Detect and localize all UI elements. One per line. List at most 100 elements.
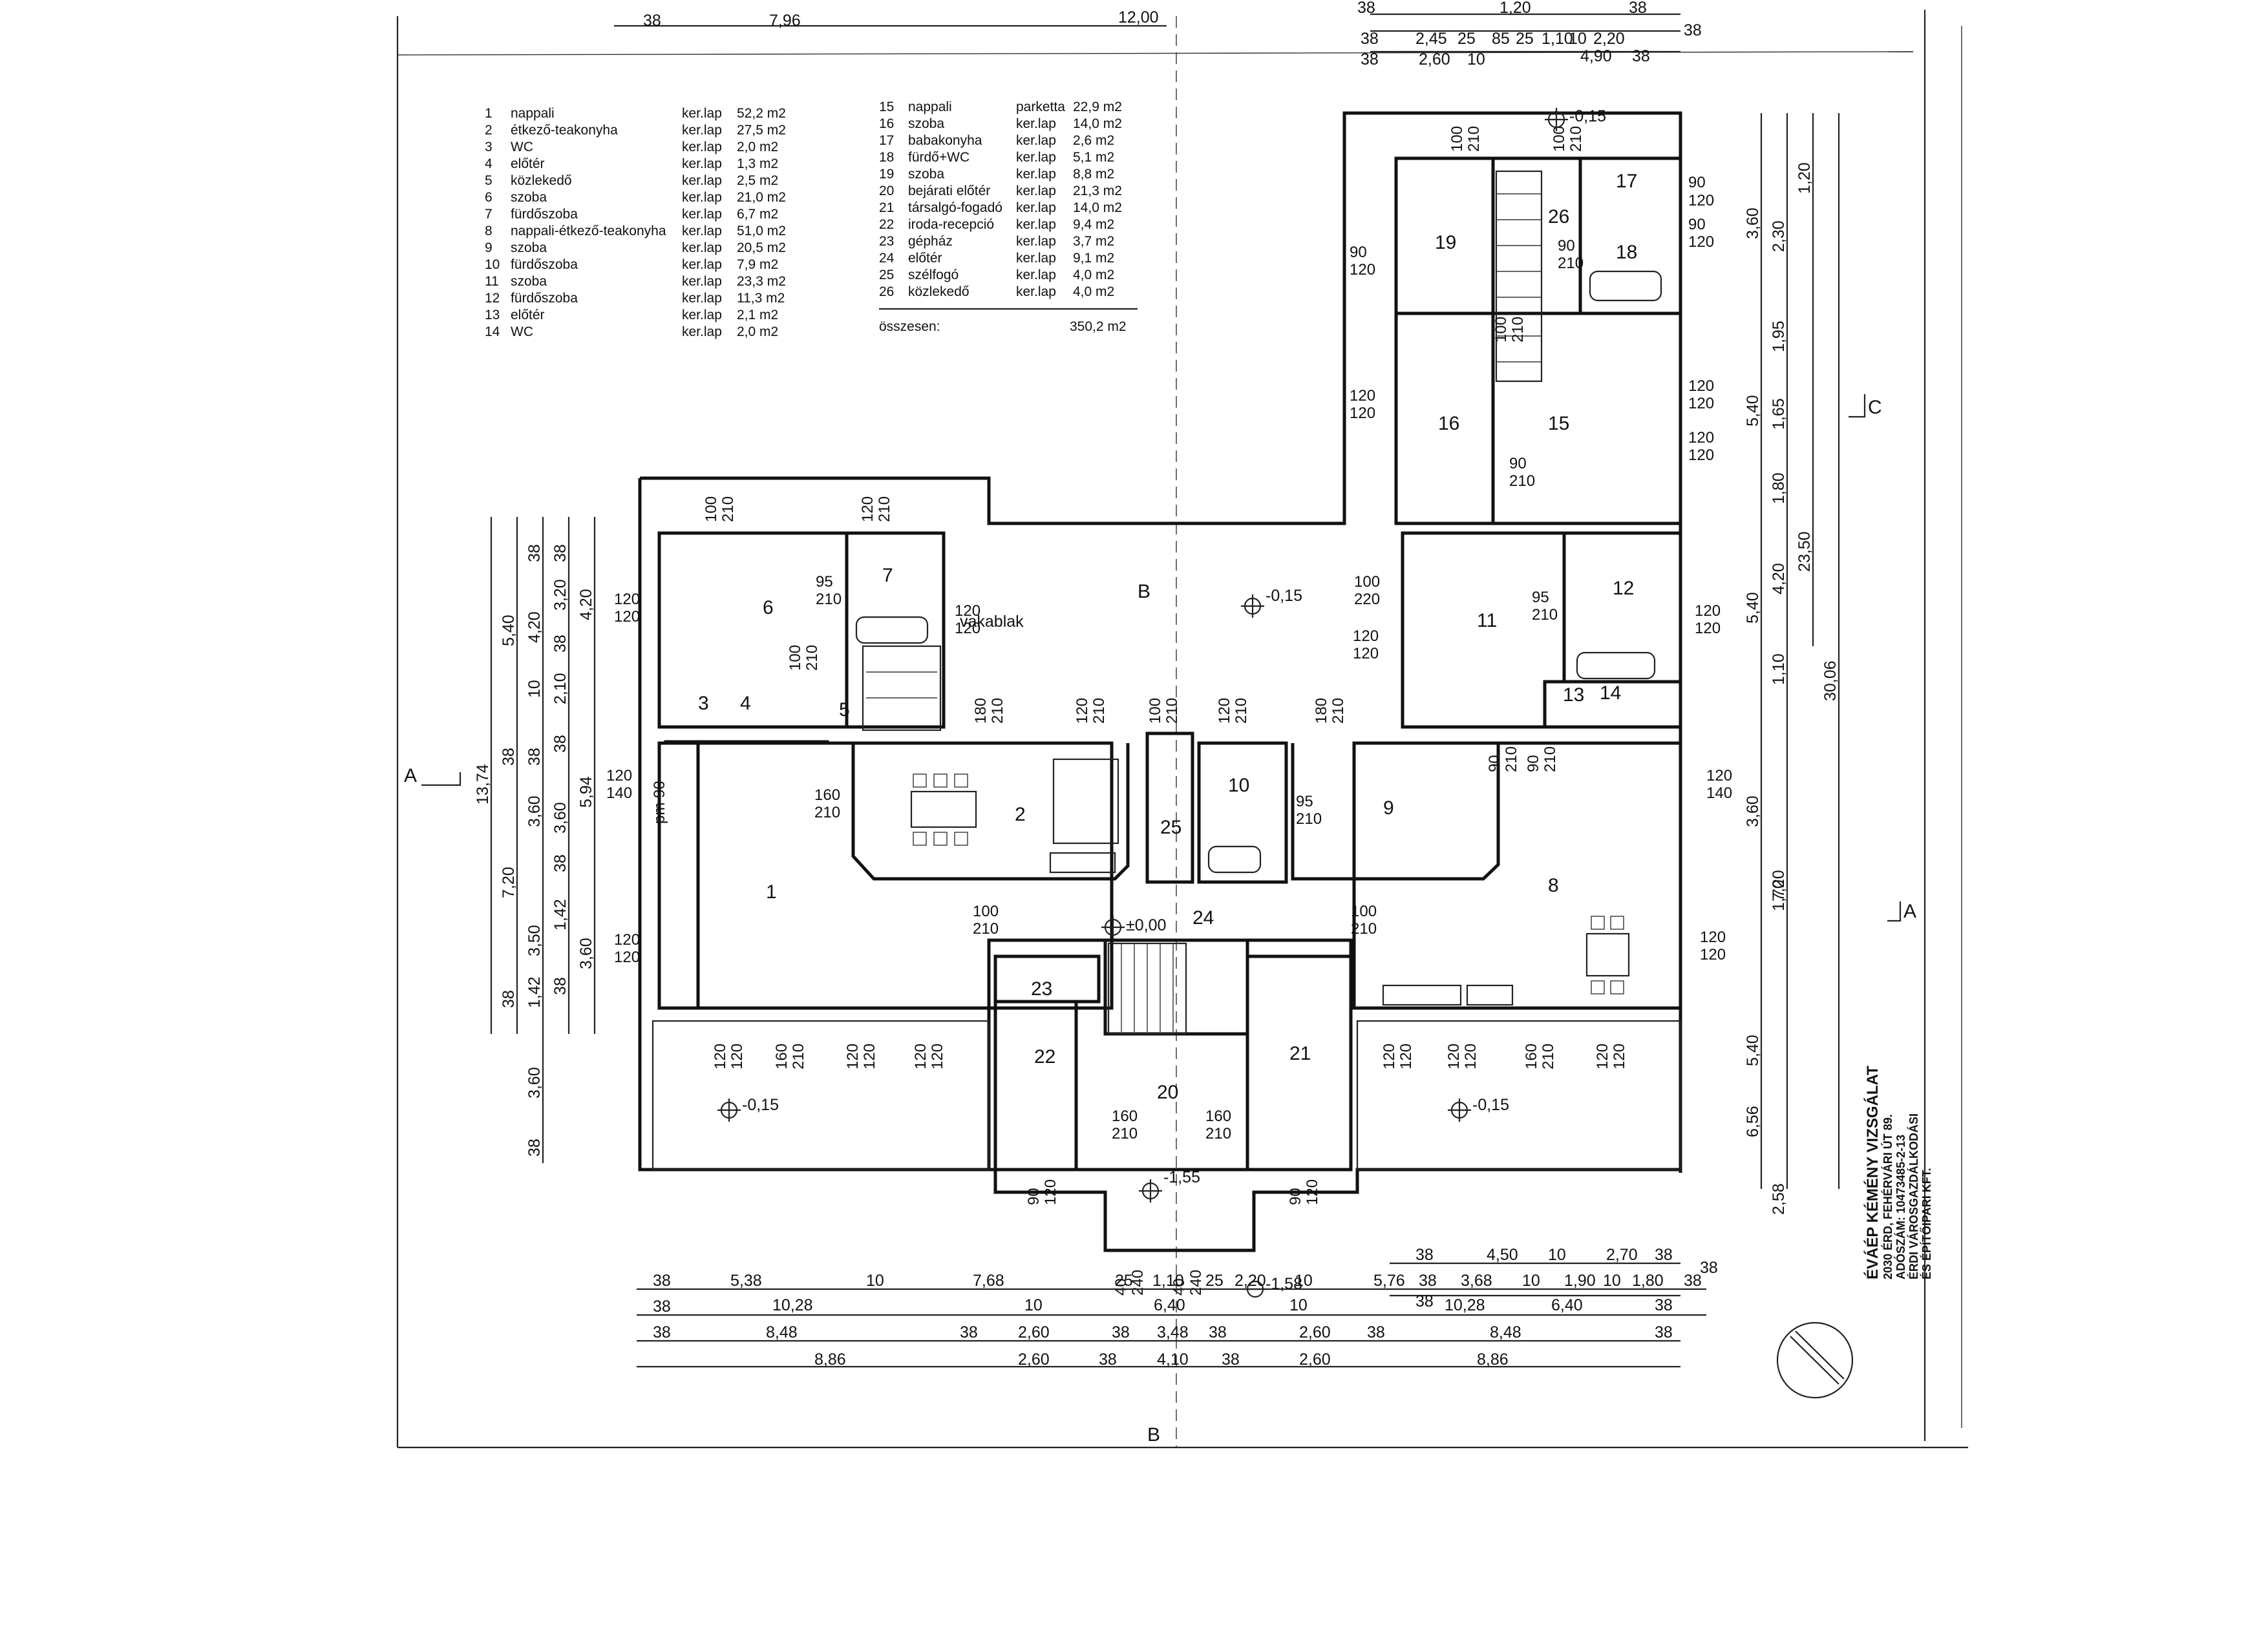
svg-text:ADÓSZÁM: 10473485-2-13: ADÓSZÁM: 10473485-2-13	[1894, 1135, 1907, 1279]
svg-text:WC: WC	[511, 140, 533, 154]
svg-text:9,1 m2: 9,1 m2	[1073, 251, 1114, 266]
svg-text:220: 220	[1354, 591, 1380, 608]
svg-text:nappali: nappali	[511, 106, 555, 121]
svg-text:2: 2	[485, 123, 493, 138]
svg-text:2,70: 2,70	[1606, 1246, 1638, 1264]
svg-text:1,80: 1,80	[1770, 472, 1788, 504]
room-number: 12	[1613, 578, 1634, 599]
svg-text:közlekedő: közlekedő	[908, 284, 970, 299]
room-number: 18	[1616, 242, 1637, 263]
svg-text:fürdőszoba: fürdőszoba	[511, 291, 578, 306]
dining-table-left	[910, 773, 977, 846]
building-walls	[638, 111, 1682, 1252]
company-stamp: ÉVÁÉP KÉMÉNY VIZSGÁLAT 2030 ÉRD, FEHÉRVÁ…	[1863, 1066, 1933, 1279]
svg-text:3,7 m2: 3,7 m2	[1073, 234, 1114, 249]
svg-text:120: 120	[1706, 767, 1732, 784]
svg-text:ker.lap: ker.lap	[682, 207, 722, 222]
svg-text:1: 1	[485, 106, 493, 121]
svg-text:23,3 m2: 23,3 m2	[737, 274, 786, 289]
svg-text:120: 120	[859, 496, 876, 522]
svg-text:iroda-recepció: iroda-recepció	[908, 217, 994, 232]
room-number: 25	[1160, 817, 1182, 838]
svg-text:7,20: 7,20	[500, 867, 518, 898]
svg-text:38: 38	[960, 1323, 978, 1341]
svg-text:szoba: szoba	[908, 167, 944, 182]
svg-text:120: 120	[1700, 946, 1726, 963]
svg-text:100: 100	[1551, 126, 1568, 152]
svg-text:27,5 m2: 27,5 m2	[737, 123, 786, 138]
svg-text:51,0 m2: 51,0 m2	[737, 224, 786, 238]
svg-text:120: 120	[912, 1044, 929, 1069]
svg-text:160: 160	[814, 786, 840, 804]
svg-text:160: 160	[1523, 1044, 1540, 1069]
svg-text:120: 120	[1611, 1044, 1628, 1069]
svg-text:ker.lap: ker.lap	[1016, 217, 1056, 232]
svg-text:180: 180	[1313, 698, 1330, 724]
svg-text:90: 90	[1688, 216, 1706, 233]
svg-text:19: 19	[879, 167, 894, 182]
svg-text:ker.lap: ker.lap	[1016, 284, 1056, 299]
svg-text:120: 120	[1688, 395, 1714, 412]
room-number: 3	[698, 693, 709, 714]
svg-text:2,60: 2,60	[1018, 1323, 1050, 1341]
svg-text:3,60: 3,60	[577, 938, 595, 969]
svg-text:1,10: 1,10	[1770, 653, 1788, 685]
svg-text:210: 210	[1112, 1125, 1138, 1142]
svg-text:ker.lap: ker.lap	[682, 173, 722, 188]
svg-text:ker.lap: ker.lap	[682, 240, 722, 255]
svg-text:21: 21	[879, 200, 894, 215]
svg-text:38: 38	[551, 854, 569, 872]
svg-text:ker.lap: ker.lap	[682, 123, 722, 138]
svg-text:14: 14	[485, 324, 500, 339]
svg-text:120: 120	[844, 1044, 862, 1069]
svg-text:ÉVÁÉP KÉMÉNY VIZSGÁLAT: ÉVÁÉP KÉMÉNY VIZSGÁLAT	[1863, 1066, 1881, 1279]
svg-text:90: 90	[1525, 755, 1542, 772]
svg-text:9,4 m2: 9,4 m2	[1073, 217, 1114, 232]
svg-text:38: 38	[551, 544, 569, 562]
svg-text:10: 10	[1548, 1246, 1566, 1264]
svg-text:100: 100	[973, 903, 999, 920]
svg-text:120: 120	[1688, 429, 1714, 447]
svg-text:120: 120	[955, 620, 980, 637]
svg-text:15: 15	[879, 100, 894, 114]
svg-text:ker.lap: ker.lap	[682, 224, 722, 238]
svg-text:25: 25	[1457, 30, 1476, 48]
level-marker: -0,15	[1448, 1096, 1509, 1122]
svg-text:5,40: 5,40	[1744, 1035, 1762, 1066]
svg-text:2,60: 2,60	[1018, 1351, 1050, 1369]
svg-text:4,0 m2: 4,0 m2	[1073, 268, 1114, 282]
room-number: 22	[1034, 1046, 1055, 1067]
svg-text:ker.lap: ker.lap	[1016, 184, 1056, 198]
room-number: 21	[1289, 1043, 1311, 1064]
svg-text:40: 40	[1171, 1278, 1188, 1296]
svg-text:38: 38	[1629, 0, 1647, 17]
legend-total-value: 350,2 m2	[1070, 319, 1127, 334]
svg-text:2,60: 2,60	[1419, 50, 1450, 68]
level-marker: -0,15	[1545, 107, 1606, 131]
svg-text:120: 120	[1353, 627, 1379, 645]
svg-text:8: 8	[485, 224, 493, 238]
svg-text:10: 10	[866, 1272, 884, 1290]
svg-text:30,06: 30,06	[1821, 660, 1839, 701]
svg-text:17: 17	[879, 133, 894, 148]
svg-text:210: 210	[1532, 606, 1558, 624]
svg-text:2,60: 2,60	[1299, 1351, 1331, 1369]
svg-text:16: 16	[879, 116, 894, 131]
svg-text:fürdő+WC: fürdő+WC	[908, 150, 970, 165]
svg-text:ker.lap: ker.lap	[682, 291, 722, 306]
